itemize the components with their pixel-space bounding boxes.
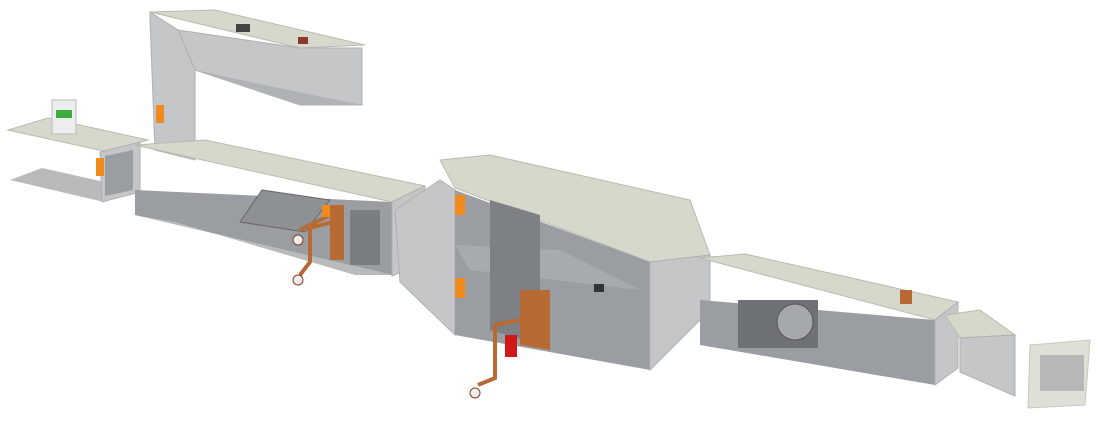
filter-coil-section	[134, 139, 427, 286]
fan-motor-sensor	[900, 290, 912, 304]
cooling-coil	[520, 290, 550, 350]
controller-display	[56, 110, 72, 118]
outlet-duct	[944, 309, 1091, 409]
coil-frame	[350, 210, 380, 265]
damper-actuator	[96, 158, 104, 176]
central-section	[394, 154, 711, 399]
sensor	[298, 37, 308, 44]
damper-actuator	[455, 278, 465, 298]
filter	[239, 189, 331, 233]
valve-actuator	[322, 205, 330, 217]
damper-actuator	[156, 105, 164, 123]
control-valve	[505, 335, 517, 357]
sensor-display	[594, 284, 604, 292]
fan-section	[699, 253, 960, 386]
inlet-section	[6, 99, 150, 203]
heating-coil	[330, 205, 344, 260]
sensor-box	[236, 24, 250, 32]
damper-actuator	[455, 195, 465, 215]
return-duct	[149, 9, 366, 161]
